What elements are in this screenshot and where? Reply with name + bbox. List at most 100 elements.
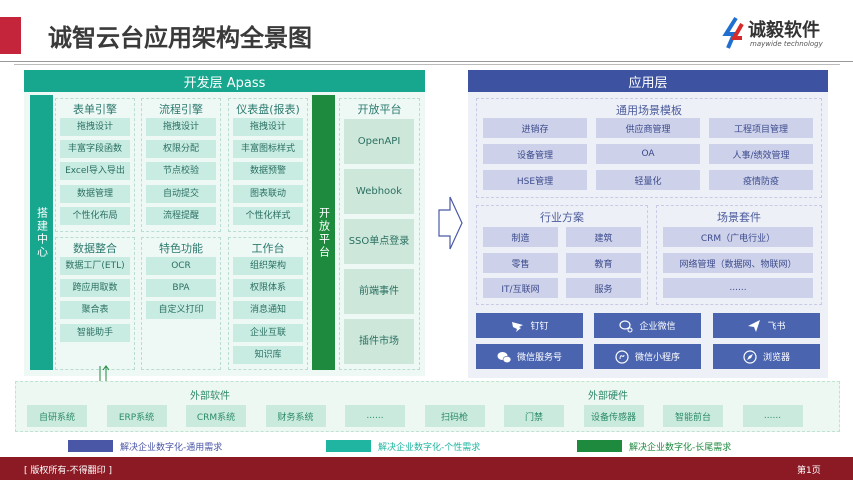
logo-icon — [722, 16, 744, 49]
module-item[interactable]: 节点校验 — [146, 162, 216, 181]
industry-item[interactable]: IT/互联网 — [483, 278, 558, 298]
section-title: 开放平台 — [357, 103, 402, 116]
module-section: 工作台组织架构权限体系消息通知企业互联知识库 — [228, 237, 308, 370]
external-item[interactable]: ...... — [742, 405, 803, 427]
industry-section: 行业方案 — [476, 205, 648, 305]
module-item[interactable]: 智能助手 — [60, 323, 130, 342]
module-item[interactable]: 聚合表 — [60, 301, 130, 320]
module-item[interactable]: 数据工厂(ETL) — [60, 257, 130, 275]
open-platform-item[interactable]: 插件市场 — [344, 319, 414, 364]
module-item[interactable]: 自动提交 — [146, 184, 216, 203]
templates-section: 通用场景模板 — [476, 98, 822, 198]
module-item[interactable]: 丰富图标样式 — [233, 140, 303, 159]
legend-swatch — [326, 440, 371, 452]
industry-item[interactable]: 零售 — [483, 253, 558, 273]
template-item[interactable]: 人事/绩效管理 — [709, 144, 813, 164]
template-item[interactable]: OA — [596, 144, 700, 164]
platform-button[interactable]: 浏览器 — [713, 344, 820, 369]
dev-layer-header: 开发层 Apass — [24, 70, 425, 92]
open-platform-item[interactable]: 前端事件 — [344, 269, 414, 314]
template-item[interactable]: 轻量化 — [596, 170, 700, 190]
external-item[interactable]: 财务系统 — [265, 405, 326, 427]
footer: [ 版权所有-不得翻印 ] 第1页 — [0, 457, 853, 480]
platform-button[interactable]: 企业微信 — [594, 313, 701, 338]
platform-label: 微信服务号 — [516, 353, 562, 363]
module-item[interactable]: BPA — [146, 279, 216, 298]
module-item[interactable]: 个性化布局 — [60, 206, 130, 225]
platform-button[interactable]: 飞书 — [713, 313, 820, 338]
external-item[interactable]: 自研系统 — [27, 405, 87, 427]
dingtalk-icon — [512, 321, 524, 332]
section-title: 数据整合 — [73, 242, 117, 255]
suite-item[interactable]: 网络管理（数据网、物联网） — [663, 253, 813, 273]
industry-item[interactable]: 建筑 — [566, 227, 641, 247]
template-item[interactable]: 设备管理 — [483, 144, 587, 164]
module-item[interactable]: Excel导入导出 — [60, 162, 130, 181]
module-item[interactable]: 权限分配 — [146, 140, 216, 159]
open-platform-item[interactable]: OpenAPI — [344, 119, 414, 164]
open-platform-item[interactable]: Webhook — [344, 169, 414, 214]
page-title: 诚智云台应用架构全景图 — [48, 24, 312, 52]
module-item[interactable]: 拖拽设计 — [60, 118, 130, 136]
industry-item[interactable]: 教育 — [566, 253, 641, 273]
legend-swatch — [577, 440, 622, 452]
module-item[interactable]: 组织架构 — [233, 257, 303, 275]
module-item[interactable]: 拖拽设计 — [233, 118, 303, 136]
template-item[interactable]: HSE管理 — [483, 170, 587, 190]
divider — [0, 61, 853, 62]
section-title: 行业方案 — [540, 211, 584, 224]
industry-item[interactable]: 制造 — [483, 227, 558, 247]
platform-label: 飞书 — [767, 322, 786, 332]
module-item[interactable]: 个性化样式 — [233, 206, 303, 225]
module-item[interactable]: 拖拽设计 — [146, 118, 216, 136]
platform-label: 微信小程序 — [634, 353, 680, 363]
module-item[interactable]: 企业互联 — [233, 323, 303, 342]
module-item[interactable]: 消息通知 — [233, 301, 303, 320]
app-layer-header: 应用层 — [468, 70, 828, 92]
external-item[interactable]: 门禁 — [504, 405, 564, 427]
module-item[interactable]: 权限体系 — [233, 279, 303, 298]
external-hardware-title: 外部硬件 — [588, 391, 628, 402]
external-item[interactable]: 智能前台 — [663, 405, 723, 427]
platform-button[interactable]: 钉钉 — [476, 313, 583, 338]
template-item[interactable]: 供应商管理 — [596, 118, 700, 138]
module-item[interactable]: 知识库 — [233, 345, 303, 364]
module-section: 仪表盘(报表)拖拽设计丰富图标样式数据预警图表联动个性化样式 — [228, 98, 308, 232]
build-center-bar: 搭建中心 — [30, 95, 53, 370]
external-item[interactable]: 设备传感器 — [583, 405, 644, 427]
industry-item[interactable]: 服务 — [566, 278, 641, 298]
section-title: 流程引擎 — [159, 103, 203, 116]
feishu-icon — [748, 319, 761, 332]
copyright: [ 版权所有-不得翻印 ] — [24, 466, 112, 476]
module-item[interactable]: 图表联动 — [233, 184, 303, 203]
platform-label: 浏览器 — [762, 353, 790, 363]
module-item[interactable]: 自定义打印 — [146, 301, 216, 320]
legend-label: 解决企业数字化-长尾需求 — [629, 443, 732, 453]
wechat-icon — [497, 351, 511, 363]
template-item[interactable]: 进销存 — [483, 118, 587, 138]
external-item[interactable]: ERP系统 — [106, 405, 167, 427]
template-item[interactable]: 疫情防疫 — [709, 170, 813, 190]
module-item[interactable]: 数据管理 — [60, 184, 130, 203]
open-platform-item[interactable]: SSO单点登录 — [344, 219, 414, 264]
platform-label: 企业微信 — [639, 322, 676, 332]
page-number: 第1页 — [797, 466, 821, 476]
module-item[interactable]: OCR — [146, 257, 216, 275]
module-item[interactable]: 丰富字段函数 — [60, 140, 130, 159]
wecom-icon — [619, 319, 633, 332]
template-item[interactable]: 工程项目管理 — [709, 118, 813, 138]
external-item[interactable]: ...... — [345, 405, 405, 427]
external-item[interactable]: CRM系统 — [186, 405, 246, 427]
suite-item[interactable]: ...... — [663, 278, 813, 298]
platform-button[interactable]: 微信小程序 — [594, 344, 701, 369]
module-item[interactable]: 流程提醒 — [146, 206, 216, 225]
module-item[interactable]: 数据预警 — [233, 162, 303, 181]
compass-icon — [743, 349, 757, 364]
legend-swatch — [68, 440, 113, 452]
platform-button[interactable]: 微信服务号 — [476, 344, 583, 369]
external-item[interactable]: 扫码枪 — [424, 405, 485, 427]
suite-item[interactable]: CRM（广电行业） — [663, 227, 813, 247]
module-item[interactable]: 跨应用取数 — [60, 279, 130, 298]
miniprogram-icon — [615, 349, 629, 364]
